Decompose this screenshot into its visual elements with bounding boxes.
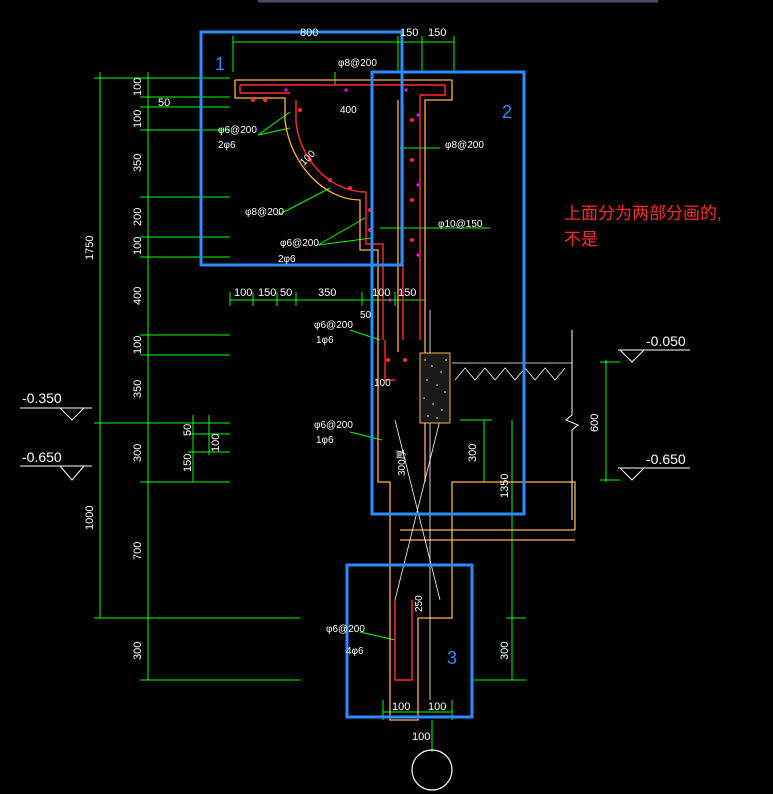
rebar-label-4phi6: 4φ6 [346,646,364,657]
rebar-label-2phi6-b: 2φ6 [278,254,296,265]
bottom-dim-100-a: 100 [392,701,410,713]
dim-label-50-mid: 50 [360,310,372,321]
left-dim-100-b: 100 [132,110,144,128]
mid-dim-100-b: 100 [372,287,390,299]
mid-dim-50: 50 [280,287,292,299]
rebar-label-phi6-200-d: φ6@200 [314,420,353,431]
dim-label-250: 250 [414,595,425,612]
rebar-label-phi8-200-b: φ8@200 [245,207,284,218]
small-dim-100: 100 [210,434,222,452]
mid-dim-350: 350 [318,287,336,299]
dim-label-100-mid: 100 [374,378,391,389]
rebar-label-texts: φ8@200 400 φ6@200 2φ6 100 φ8@200 φ8@200 … [218,58,484,657]
small-dim-150: 150 [182,454,194,472]
wall-thickness-label: 300厚 [396,449,408,476]
bottom-dim-100-b: 100 [428,701,446,713]
rebar-lines [239,84,446,681]
left-dim-100-c: 100 [132,237,144,255]
left-dim-350-a: 350 [132,154,144,172]
gravel-fill [419,352,451,424]
break-line [565,330,579,520]
level-minus-0350: -0.350 [22,390,62,406]
rebar-label-phi6-200-e: φ6@200 [326,624,365,635]
mid-dim-150-a: 150 [258,287,276,299]
middle-dimension-texts: 100 150 50 350 100 150 [234,287,416,299]
bottom-dim-100-c: 100 [412,731,430,743]
right-dim-300-b: 300 [499,642,511,660]
right-dimension-texts: 600 300 1350 300 [467,414,601,660]
left-dim-350-b: 350 [132,380,144,398]
bottom-dimension-texts: 100 100 100 [392,701,446,743]
rebar-label-phi6-200-b: φ6@200 [280,238,319,249]
concrete-outline [234,79,576,721]
top-dim-150-b: 150 [428,27,446,39]
dim-label-400: 400 [340,105,357,116]
left-dim-50: 50 [158,97,170,109]
rebar-label-phi6-200-c: φ6@200 [314,320,353,331]
level-markers [20,349,690,481]
left-dimension-texts: 100 50 100 350 200 100 400 100 350 300 7… [84,78,222,660]
annotation-line-1: 上面分为两部分画的, [564,204,722,223]
left-dim-300-a: 300 [132,444,144,462]
dimension-lines [94,36,620,752]
level-minus-0050: -0.050 [646,333,686,349]
region-label-2: 2 [502,102,512,122]
annotation-line-2: 不是 [564,230,598,249]
top-dimension-texts: 800 150 150 [300,27,446,39]
ground-hatch [452,362,572,381]
level-minus-0650-left: -0.650 [22,449,62,465]
rebar-label-phi10-150: φ10@150 [438,219,483,230]
left-dim-400: 400 [132,287,144,305]
right-dim-300-a: 300 [467,444,479,462]
level-minus-0650-right: -0.650 [646,451,686,467]
rebar-label-2phi6-a: 2φ6 [218,140,236,151]
region-box-3 [345,563,474,719]
region-label-1: 1 [215,54,225,74]
rebar-magenta-marks [284,88,420,302]
rebar-label-1phi6-c: 1φ6 [316,335,334,346]
region-label-texts: 1 2 3 [215,54,512,668]
rebar-label-phi8-200-right: φ8@200 [445,140,484,151]
top-dim-800: 800 [300,27,318,39]
rebar-label-phi8-200-top: φ8@200 [338,58,377,69]
left-total-dim-1000: 1000 [84,506,96,530]
small-dim-50: 50 [182,424,194,436]
mid-dim-100-a: 100 [234,287,252,299]
left-dim-200: 200 [132,208,144,226]
level-texts: -0.350 -0.650 -0.050 -0.650 [22,333,686,467]
left-dim-100-d: 100 [132,336,144,354]
left-total-dim-1750: 1750 [84,236,96,260]
rebar-label-phi6-200-a: φ6@200 [218,125,257,136]
annotation-note: 上面分为两部分画的, 不是 [564,204,722,249]
left-dim-300-b: 300 [132,642,144,660]
axis-bubble [411,749,453,791]
region-label-3: 3 [447,648,457,668]
mid-dim-150-b: 150 [398,287,416,299]
region-box-1 [199,30,404,267]
right-dim-1350: 1350 [499,474,511,498]
left-dim-100-a: 100 [132,78,144,96]
region-box-2 [370,70,526,516]
left-dim-700: 700 [132,542,144,560]
highlight-boxes [199,30,526,719]
top-dim-150-a: 150 [400,27,418,39]
rebar-label-1phi6-d: 1φ6 [316,435,334,446]
right-dim-600: 600 [589,414,601,432]
